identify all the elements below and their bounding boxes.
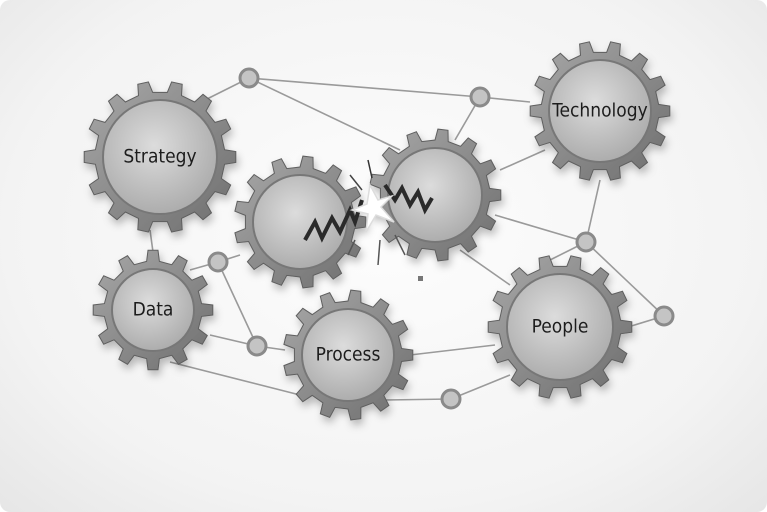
gear-face [252, 174, 348, 270]
gear-strategy: Strategy [83, 81, 237, 233]
connection-node [653, 305, 675, 327]
gear-data: Data [92, 249, 214, 371]
gear-label: People [532, 316, 589, 338]
gear-technology: Technology [529, 41, 671, 181]
connection-node [469, 86, 491, 108]
gear-label: Process [316, 344, 381, 366]
connection-node [207, 251, 229, 273]
gear-face [102, 99, 218, 215]
gear-people: People [487, 255, 633, 399]
connection-nodes [207, 67, 675, 410]
connection-node [246, 335, 268, 357]
connection-lines [149, 77, 665, 401]
connection-node [440, 388, 462, 410]
gear-label: Data [133, 299, 174, 321]
gear-label: Strategy [123, 146, 196, 168]
gear-face [506, 273, 614, 381]
crack-burst-icon [347, 159, 423, 281]
crack-icon [383, 183, 434, 215]
connection-node [238, 67, 260, 89]
gear-label: Technology [551, 100, 647, 122]
connection-node [575, 231, 597, 253]
gear-process: Process [283, 289, 414, 421]
crack-icon [303, 199, 364, 243]
gear-broken-left [234, 155, 367, 289]
gear-face [387, 147, 483, 243]
gear-face [111, 268, 195, 352]
gear-face [548, 59, 652, 163]
gear-face [301, 308, 395, 402]
gear-broken-right [369, 128, 502, 262]
